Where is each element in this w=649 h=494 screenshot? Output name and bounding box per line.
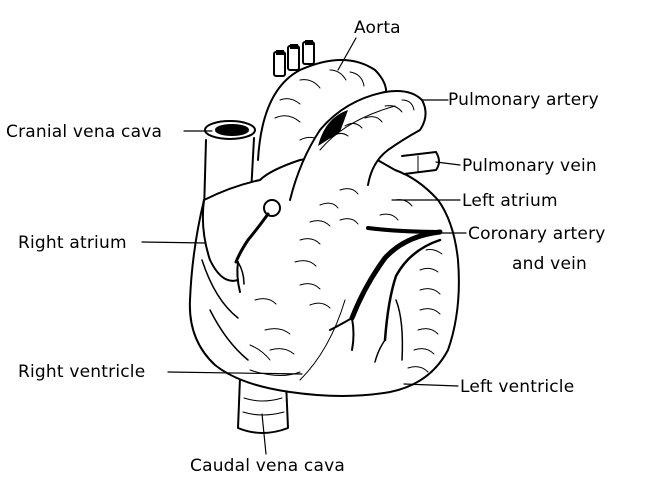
leader-caudal-vena-cava xyxy=(261,413,267,455)
heart-body xyxy=(188,149,460,397)
label-right-ventricle: Right ventricle xyxy=(18,362,146,382)
label-cranial-vena-cava: Cranial vena cava xyxy=(6,122,163,142)
label-aorta: Aorta xyxy=(354,18,401,38)
leader-pulmonary-vein xyxy=(435,161,461,166)
label-left-atrium: Left atrium xyxy=(462,191,558,211)
label-coronary-artery: Coronary artery xyxy=(468,224,606,244)
leader-right-ventricle xyxy=(167,371,303,375)
leader-right-atrium xyxy=(141,241,207,244)
label-and-vein: and vein xyxy=(512,254,588,274)
label-pulmonary-vein: Pulmonary vein xyxy=(462,156,597,176)
leader-aorta xyxy=(337,37,357,71)
caudal-vena-cava-vessel xyxy=(237,377,289,434)
leader-left-ventricle xyxy=(403,383,459,387)
aorta-vessel xyxy=(257,40,388,161)
label-pulmonary-artery: Pulmonary artery xyxy=(448,90,599,110)
pulmonary-vein-vessel xyxy=(401,151,440,175)
coronary-vessels xyxy=(234,212,443,363)
label-left-ventricle: Left ventricle xyxy=(460,377,575,397)
leader-lines xyxy=(141,37,467,455)
label-caudal-vena-cava: Caudal vena cava xyxy=(190,456,345,476)
label-right-atrium: Right atrium xyxy=(18,233,127,253)
